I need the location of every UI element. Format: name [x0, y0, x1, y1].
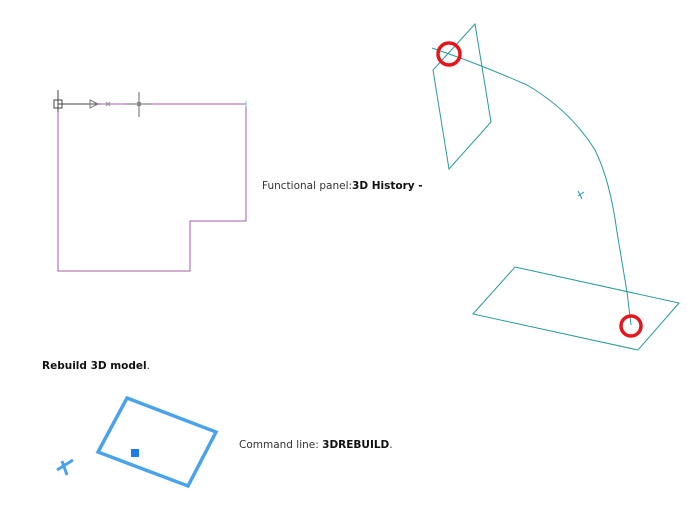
functional-panel-text: Functional panel:3D History -: [262, 180, 423, 192]
sweep-path: [431, 47, 632, 326]
axis-arrow-icon: [89, 99, 100, 109]
ucs-origin-icon: [53, 99, 63, 109]
cross-icon: [56, 458, 74, 476]
crosshair-cursor-icon: [126, 92, 152, 117]
selection-circle-start: [436, 41, 462, 67]
command-name: 3DREBUILD: [322, 439, 390, 451]
section-heading: Rebuild 3D model.: [42, 360, 150, 372]
panel-name: 3D History -: [352, 180, 423, 192]
lower-plane: [472, 266, 680, 351]
x-marker-icon: [577, 190, 585, 200]
rebuild-icon-illustration: [56, 395, 219, 489]
upper-plane: [432, 22, 492, 171]
panel-label: Functional panel:: [262, 180, 353, 192]
command-suffix: .: [389, 439, 393, 451]
selection-circle-end: [619, 314, 643, 338]
x-axis-icon: [105, 101, 111, 107]
heading-suffix: .: [146, 360, 150, 372]
profile-sketch: [53, 90, 247, 272]
grip-point-icon: [131, 449, 139, 457]
command-label: Command line:: [239, 439, 323, 451]
3d-path-sweep: [431, 22, 680, 351]
heading-text: Rebuild 3D model: [42, 360, 147, 372]
command-line-text: Command line: 3DREBUILD.: [239, 439, 393, 451]
